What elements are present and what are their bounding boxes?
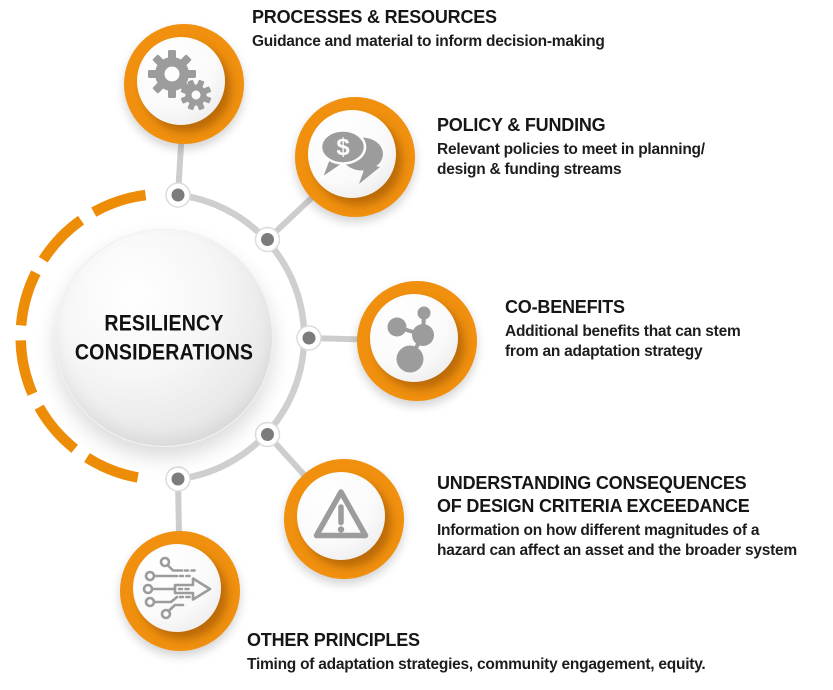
node-other-principles (120, 531, 240, 651)
item-title: CO-BENEFITS (505, 297, 625, 317)
gears-icon (148, 50, 212, 111)
item-description: Relevant policies to meet in planning/ d… (437, 141, 705, 178)
label-consequences: UNDERSTANDING CONSEQUENCES OF DESIGN CRI… (437, 472, 797, 560)
junction-node (296, 325, 322, 351)
item-title: POLICY & FUNDING (437, 115, 606, 135)
dollar-sign: $ (336, 134, 350, 161)
node-inner-circle (133, 544, 221, 632)
item-title: UNDERSTANDING CONSEQUENCES OF DESIGN CRI… (437, 473, 750, 517)
junction-nodes (165, 182, 322, 492)
junction-node (165, 466, 191, 492)
node-policy-funding: $ (295, 97, 415, 217)
junction-node (254, 226, 281, 253)
node-inner-circle (297, 472, 385, 560)
label-processes-resources: PROCESSES & RESOURCES Guidance and mater… (252, 6, 605, 52)
item-description: Information on how different magnitudes … (437, 522, 797, 559)
item-title: PROCESSES & RESOURCES (252, 7, 497, 27)
label-policy-funding: POLICY & FUNDING Relevant policies to me… (437, 114, 705, 179)
network-nodes-icon (387, 306, 434, 373)
node-inner-circle: $ (308, 110, 396, 198)
central-title: RESILIENCY CONSIDERATIONS (74, 310, 254, 364)
node-inner-circle (370, 294, 458, 382)
node-processes-resources (124, 24, 244, 144)
item-description: Timing of adaptation strategies, communi… (247, 656, 706, 674)
junction-node (254, 421, 281, 448)
money-chat-icon: $ (319, 129, 383, 184)
node-inner-circle (137, 37, 225, 125)
node-consequences (284, 459, 404, 579)
junction-node (165, 182, 191, 208)
item-description: Guidance and material to inform decision… (252, 33, 605, 51)
central-circle: RESILIENCY CONSIDERATIONS (55, 229, 273, 447)
item-description: Additional benefits that can stem from a… (505, 323, 741, 360)
node-co-benefits (357, 281, 477, 401)
item-title: OTHER PRINCIPLES (247, 630, 420, 650)
warning-triangle-icon (313, 489, 369, 539)
label-other-principles: OTHER PRINCIPLES Timing of adaptation st… (247, 629, 706, 675)
circuit-arrow-icon (142, 556, 212, 620)
label-co-benefits: CO-BENEFITS Additional benefits that can… (505, 296, 741, 361)
